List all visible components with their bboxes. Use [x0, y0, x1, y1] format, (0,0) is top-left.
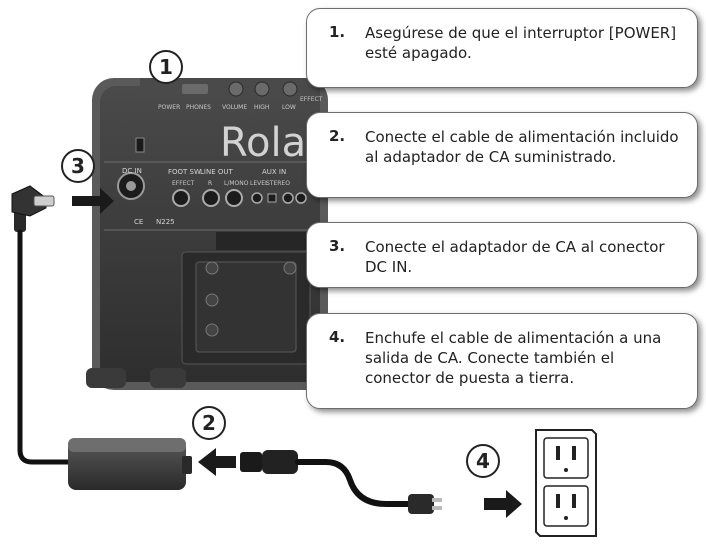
step-text: Conecte el adaptador de CA al conector D…	[365, 238, 665, 276]
label-line-out: LINE OUT	[200, 168, 233, 176]
dc-cable	[17, 229, 75, 465]
step-callout-4: 4. Enchufe el cable de alimentación a un…	[306, 313, 698, 409]
step-marker-4: 4	[466, 444, 500, 478]
knob-volume	[228, 81, 244, 97]
wall-plug-body	[408, 494, 434, 514]
step-text: Conecte el cable de alimentación incluid…	[365, 128, 679, 166]
label-effect: EFFECT	[172, 180, 195, 187]
step-marker-1: 1	[149, 50, 183, 84]
label-ce: CE	[134, 218, 144, 226]
amp-cabinet-inner	[195, 261, 297, 353]
ac-adapter	[68, 438, 192, 490]
dc-plug-tip	[33, 195, 55, 207]
step-number: 2.	[329, 127, 346, 145]
cord-connector-body	[262, 450, 298, 474]
label-stereo: STEREO	[266, 180, 290, 187]
step-callout-3: 3. Conecte el adaptador de CA al conecto…	[306, 222, 698, 288]
aux-level-knob	[251, 192, 263, 204]
label-level: LEVEL	[250, 180, 269, 187]
label-low: LOW	[282, 104, 296, 111]
screw-2	[205, 293, 219, 307]
outlet-slot-1	[556, 446, 560, 460]
outlet-slot-2	[572, 446, 576, 460]
dc-plug	[11, 185, 55, 232]
outlet-ground-1	[564, 468, 568, 472]
label-effect-top: EFFECT	[300, 96, 323, 103]
line-out-r-jack	[202, 189, 220, 207]
step-text: Asegúrese de que el interruptor [POWER] …	[365, 24, 677, 62]
wall-plug-prong-2	[432, 506, 442, 510]
step-marker-2: 2	[192, 406, 226, 440]
label-high: HIGH	[254, 104, 270, 111]
step-text: Enchufe el cable de alimentación a una s…	[365, 329, 662, 387]
label-aux-in: AUX IN	[262, 168, 287, 176]
aux-r-jack	[282, 192, 294, 204]
screw-4	[283, 261, 297, 275]
outlet-ground-2	[564, 516, 568, 520]
brand-logo: Rola	[220, 120, 306, 166]
label-power: POWER	[158, 104, 181, 111]
step-number: 3.	[329, 237, 346, 255]
step-number: 1.	[329, 23, 346, 41]
label-r: R	[208, 180, 213, 187]
wall-outlet	[535, 429, 597, 537]
adapter-top-bevel	[68, 438, 186, 452]
line-out-l-jack	[225, 189, 243, 207]
phones-jack	[182, 84, 208, 94]
step-callout-2: 2. Conecte el cable de alimentación incl…	[306, 112, 698, 198]
dc-plug-head	[11, 185, 47, 217]
label-n225: N225	[156, 218, 175, 226]
aux-l-jack	[295, 192, 307, 204]
screw-1	[205, 261, 219, 275]
amplifier	[86, 78, 328, 390]
power-cord	[240, 450, 442, 514]
screw-3	[205, 323, 219, 337]
label-dc-in: DC IN	[122, 167, 142, 175]
knob-low	[282, 81, 298, 97]
label-volume: VOLUME	[222, 104, 248, 111]
label-foot-sw: FOOT SW	[168, 168, 201, 176]
label-phones: PHONES	[186, 104, 211, 111]
step-marker-3: 3	[61, 149, 95, 183]
wall-plug-prong-1	[432, 498, 442, 502]
dc-in-pin	[126, 181, 136, 191]
step-number: 4.	[329, 328, 346, 346]
cord-connector-plug	[240, 452, 262, 472]
arrow-to-dc-in	[72, 188, 114, 214]
step-callout-1: 1. Asegúrese de que el interruptor [POWE…	[306, 8, 698, 88]
amp-foot-right	[150, 368, 186, 388]
outlet-socket-bottom	[543, 485, 589, 527]
aux-stereo-jack	[267, 193, 277, 203]
power-indicator	[135, 137, 145, 153]
label-strip	[216, 232, 306, 250]
outlet-socket-top	[543, 437, 589, 479]
arrow-to-outlet	[484, 490, 522, 518]
outlet-slot-3	[556, 494, 560, 508]
outlet-slot-4	[572, 494, 576, 508]
foot-sw-jack	[172, 189, 190, 207]
cord-line	[295, 459, 411, 507]
label-l-mono: L/MONO	[224, 180, 249, 187]
arrow-to-adapter	[198, 448, 236, 476]
knob-high	[254, 81, 270, 97]
adapter-socket	[182, 456, 192, 474]
amp-foot-left	[86, 368, 126, 388]
